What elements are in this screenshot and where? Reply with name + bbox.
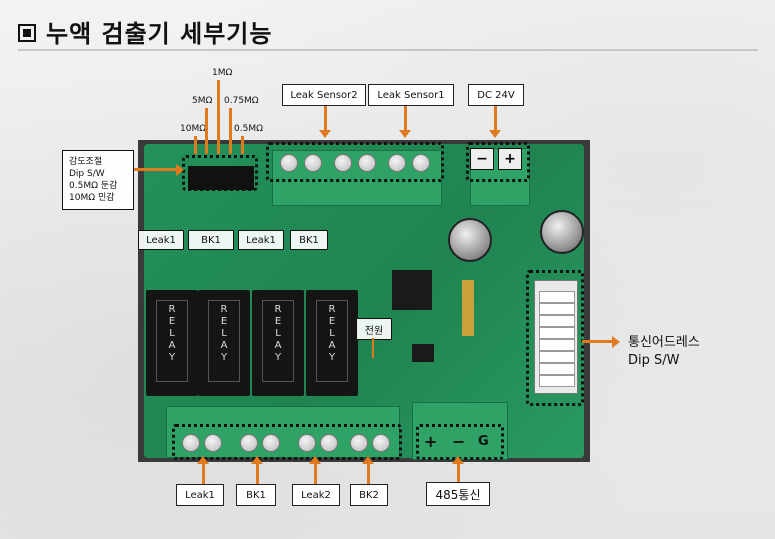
arrow-line	[134, 168, 176, 171]
pin-header	[462, 280, 474, 336]
address-dip-highlight	[526, 270, 584, 406]
capacitor	[540, 210, 584, 254]
dip-highlight	[182, 155, 258, 191]
dc-plus-symbol: +	[498, 148, 522, 170]
sensitivity-line4: 10MΩ 민감	[69, 193, 115, 203]
arrow-line	[457, 464, 460, 482]
leak-sensor2-label: Leak Sensor2	[282, 84, 366, 106]
arrow-up-icon	[197, 456, 209, 464]
relay-2: RELAY	[198, 290, 250, 396]
address-dip-switch	[534, 280, 578, 394]
square-bullet-icon	[18, 24, 36, 42]
screw-icon	[280, 154, 298, 172]
relay-3: RELAY	[252, 290, 304, 396]
arrow-line	[367, 464, 370, 484]
arrow-down-icon	[399, 130, 411, 138]
dc-terminal-highlight	[466, 142, 530, 182]
screw-icon	[320, 434, 338, 452]
screw-icon	[350, 434, 368, 452]
address-note: 통신어드레스 Dip S/W	[628, 334, 700, 370]
arrow-line	[194, 136, 197, 154]
page-title: 누액 검출기 세부기능	[18, 14, 272, 49]
tag-leak1-a: Leak1	[138, 230, 184, 250]
tag-leak1-b: Leak1	[238, 230, 284, 250]
tag-bk1-b: BK1	[290, 230, 328, 250]
label-bk1: BK1	[236, 484, 276, 506]
label-05m: 0.5MΩ	[234, 124, 263, 134]
screw-icon	[182, 434, 200, 452]
screw-icon	[412, 154, 430, 172]
screw-icon	[240, 434, 258, 452]
address-line1: 통신어드레스	[628, 335, 700, 350]
arrow-line	[372, 338, 374, 358]
screw-icon	[388, 154, 406, 172]
screw-icon	[304, 154, 322, 172]
screw-icon	[262, 434, 280, 452]
rs485-plus-symbol: +	[424, 432, 438, 451]
sensor-terminal-highlight	[266, 142, 444, 182]
arrow-line	[582, 340, 612, 343]
label-leak2: Leak2	[292, 484, 340, 506]
relay-4: RELAY	[306, 290, 358, 396]
arrow-line	[324, 106, 327, 130]
arrow-line	[241, 136, 244, 154]
dc-minus-symbol: −	[470, 148, 494, 170]
label-bk2: BK2	[350, 484, 388, 506]
dip-header	[188, 166, 254, 190]
arrow-down-icon	[319, 130, 331, 138]
label-rs485: 485통신	[426, 482, 490, 506]
pcb: RELAY RELAY RELAY RELAY	[144, 144, 584, 460]
screw-icon	[372, 434, 390, 452]
page-title-text: 누액 검출기 세부기능	[46, 20, 273, 48]
label-10m: 10MΩ	[180, 124, 207, 134]
arrow-line	[202, 464, 205, 484]
title-divider	[18, 49, 758, 51]
capacitor	[448, 218, 492, 262]
relay-terminal-highlight	[172, 424, 402, 460]
arrow-line	[404, 106, 407, 130]
screw-icon	[334, 154, 352, 172]
screw-icon	[204, 434, 222, 452]
arrow-up-icon	[251, 456, 263, 464]
sensitivity-note: 감도조절 Dip S/W 0.5MΩ 둔감 10MΩ 민감	[62, 150, 134, 210]
rs485-ground-symbol: G	[478, 434, 489, 449]
tag-power: 전원	[356, 318, 392, 340]
arrow-up-icon	[309, 456, 321, 464]
microcontroller-chip	[392, 270, 432, 310]
arrow-line	[494, 106, 497, 130]
arrow-line	[256, 464, 259, 484]
ic-chip	[412, 344, 434, 362]
label-075m: 0.75MΩ	[224, 96, 259, 106]
rs485-minus-symbol: −	[452, 432, 466, 451]
arrow-line	[229, 108, 232, 154]
arrow-right-icon	[612, 336, 620, 348]
label-leak1: Leak1	[176, 484, 224, 506]
screw-icon	[358, 154, 376, 172]
tag-bk1-a: BK1	[188, 230, 234, 250]
address-line2: Dip S/W	[628, 353, 680, 368]
relay-1: RELAY	[146, 290, 198, 396]
arrow-right-icon	[176, 164, 184, 176]
label-1m: 1MΩ	[212, 68, 233, 78]
arrow-up-icon	[452, 456, 464, 464]
arrow-down-icon	[489, 130, 501, 138]
screw-icon	[298, 434, 316, 452]
label-5m: 5MΩ	[192, 96, 213, 106]
sensitivity-line3: 0.5MΩ 둔감	[69, 181, 118, 191]
sensitivity-line1: 감도조절	[69, 157, 103, 167]
arrow-line	[205, 108, 208, 154]
leak-sensor1-label: Leak Sensor1	[368, 84, 454, 106]
dc-24v-label: DC 24V	[468, 84, 524, 106]
arrow-up-icon	[362, 456, 374, 464]
board-photo: RELAY RELAY RELAY RELAY	[138, 140, 590, 462]
arrow-line	[314, 464, 317, 484]
arrow-line	[217, 80, 220, 154]
rs485-terminal-block	[412, 402, 508, 460]
sensitivity-line2: Dip S/W	[69, 169, 105, 179]
